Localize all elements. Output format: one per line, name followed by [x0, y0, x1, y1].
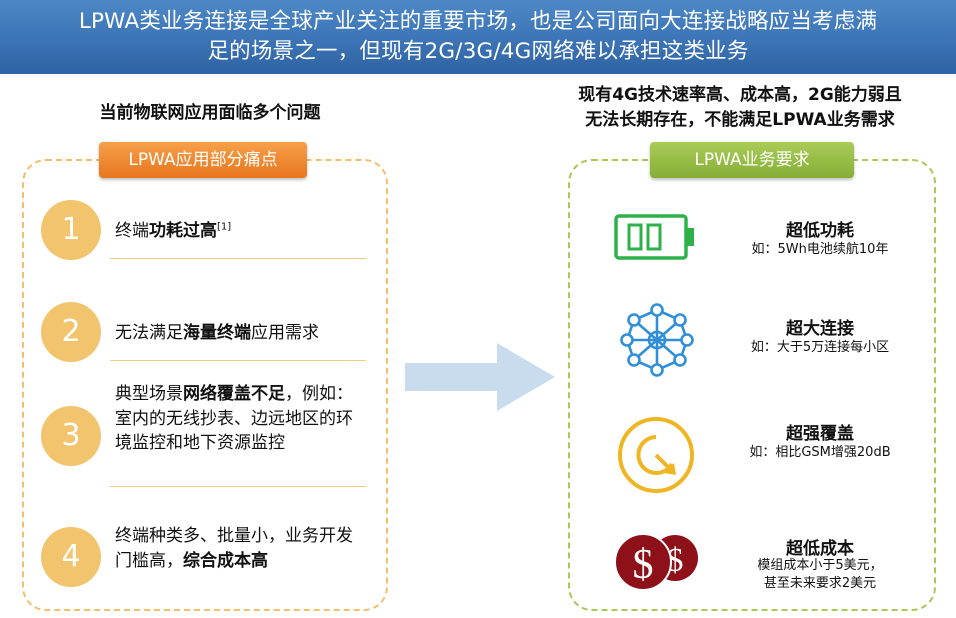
right-arrow-icon [405, 343, 555, 411]
req-title-low-power: 超低功耗 [786, 221, 854, 241]
req-sub-low-cost-1: 模组成本小于5美元， [757, 558, 883, 573]
req-sub-coverage: 如：相比GSM增强20dB [749, 445, 891, 460]
network-icon [620, 303, 694, 377]
right-heading-line-2: 无法长期存在，不能满足LPWA业务需求 [585, 110, 895, 130]
pain-point-3-pre: 典型场景 [115, 384, 183, 404]
divider [110, 486, 366, 487]
requirements-tab: LPWA业务要求 [650, 142, 854, 178]
coverage-icon [618, 417, 694, 493]
pain-point-1-text: 终端 [115, 221, 149, 241]
dollar-icon: $ $ [614, 533, 698, 591]
pain-point-3: 典型场景网络覆盖不足，例如：室内的无线抄表、边远地区的环境监控和地下资源监控 [115, 382, 365, 456]
pain-point-3-post: ，例如：室内的无线抄表、边远地区的环境监控和地下资源监控 [115, 384, 353, 453]
banner-line-1: LPWA类业务连接是全球产业关注的重要市场，也是公司面向大连接战略应当考虑满 [78, 9, 878, 34]
pain-point-4-pre: 终端种类多、批量小，业务开发门槛高， [115, 526, 353, 571]
pain-point-2-pre: 无法满足 [115, 323, 183, 343]
req-sub-low-power: 如：5Wh电池续航10年 [751, 242, 889, 257]
pain-point-3-bold: 网络覆盖不足 [183, 384, 285, 404]
battery-icon [614, 214, 694, 260]
req-title-low-cost: 超低成本 [786, 539, 854, 559]
footnote-ref: [1] [217, 221, 232, 233]
pain-point-2-post: 应用需求 [251, 323, 319, 343]
right-heading: 现有4G技术速率高、成本高，2G能力弱且 无法长期存在，不能满足LPWA业务需求 [525, 83, 955, 133]
pain-point-1-bold: 功耗过高 [149, 221, 217, 241]
pain-point-4: 终端种类多、批量小，业务开发门槛高，综合成本高 [115, 524, 365, 573]
left-heading: 当前物联网应用面临多个问题 [99, 103, 321, 123]
req-sub-low-cost-2: 甚至未来要求2美元 [763, 576, 877, 591]
req-title-coverage: 超强覆盖 [786, 424, 854, 444]
pain-point-2-bold: 海量终端 [183, 323, 251, 343]
number-badge-4: 4 [41, 527, 101, 587]
title-banner: LPWA类业务连接是全球产业关注的重要市场，也是公司面向大连接战略应当考虑满 足… [0, 0, 956, 74]
svg-text:$: $ [633, 542, 654, 588]
divider [110, 258, 366, 259]
right-heading-line-1: 现有4G技术速率高、成本高，2G能力弱且 [578, 85, 902, 105]
pain-point-2: 无法满足海量终端应用需求 [115, 321, 365, 346]
pain-point-4-bold: 综合成本高 [183, 550, 268, 571]
req-title-massive-connection: 超大连接 [786, 319, 854, 339]
pain-points-tab: LPWA应用部分痛点 [99, 142, 307, 178]
number-badge-1: 1 [41, 200, 101, 260]
req-sub-massive-connection: 如：大于5万连接每小区 [750, 340, 890, 355]
number-badge-3: 3 [41, 406, 101, 466]
number-badge-2: 2 [41, 302, 101, 362]
banner-line-2: 足的场景之一，但现有2G/3G/4G网络难以承担这类业务 [207, 39, 749, 64]
pain-point-1: 终端功耗过高[1] [115, 219, 365, 244]
divider [110, 360, 366, 361]
